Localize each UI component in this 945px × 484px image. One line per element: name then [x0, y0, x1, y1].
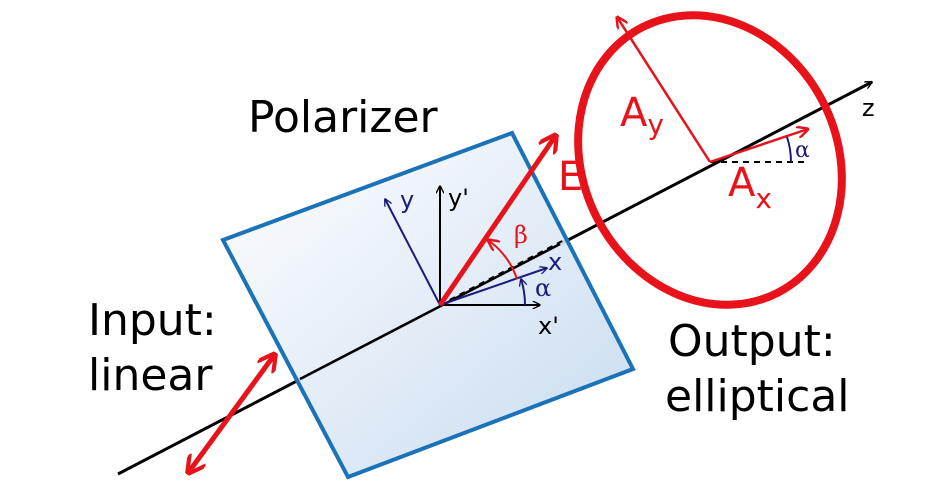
- y-axis-arrow: [385, 199, 441, 306]
- amplitude-y-arrow: [617, 17, 712, 163]
- x-axis-arrow: [439, 268, 547, 306]
- input-polarization-arrow: [188, 354, 275, 473]
- beta-angle-arc: [488, 240, 518, 280]
- alpha-angle-label: α: [535, 274, 551, 302]
- alpha-angle-arc: [521, 279, 525, 306]
- x-prime-axis-label: x': [538, 312, 559, 340]
- z-axis-through-plate: [299, 242, 561, 381]
- polarizer-plate: [220, 130, 636, 480]
- beta-angle-label: β: [514, 221, 528, 249]
- y-prime-axis-label: y': [448, 184, 469, 212]
- amplitude-y-label: Ay: [620, 90, 664, 141]
- y-axis-label: y: [400, 186, 414, 214]
- output-label-line1: Output:: [668, 316, 836, 367]
- ellipse-alpha-arc: [786, 136, 792, 163]
- output-polarization-ellipse: [574, 11, 846, 309]
- z-axis-dashed: [439, 238, 567, 306]
- input-label-line2: linear: [88, 350, 213, 401]
- input-label-line1: Input:: [88, 295, 217, 346]
- amplitude-x-arrow: [709, 129, 808, 164]
- amplitude-x-label: Ax: [728, 160, 772, 215]
- z-axis-label: z: [862, 94, 875, 122]
- ellipse-alpha-label: α: [795, 138, 810, 163]
- e-field-label: E: [558, 154, 583, 200]
- x-axis-label: x: [548, 248, 562, 276]
- polarizer-label: Polarizer: [248, 92, 439, 143]
- e-field-arrow: [437, 135, 556, 307]
- output-label-line2: elliptical: [665, 371, 850, 422]
